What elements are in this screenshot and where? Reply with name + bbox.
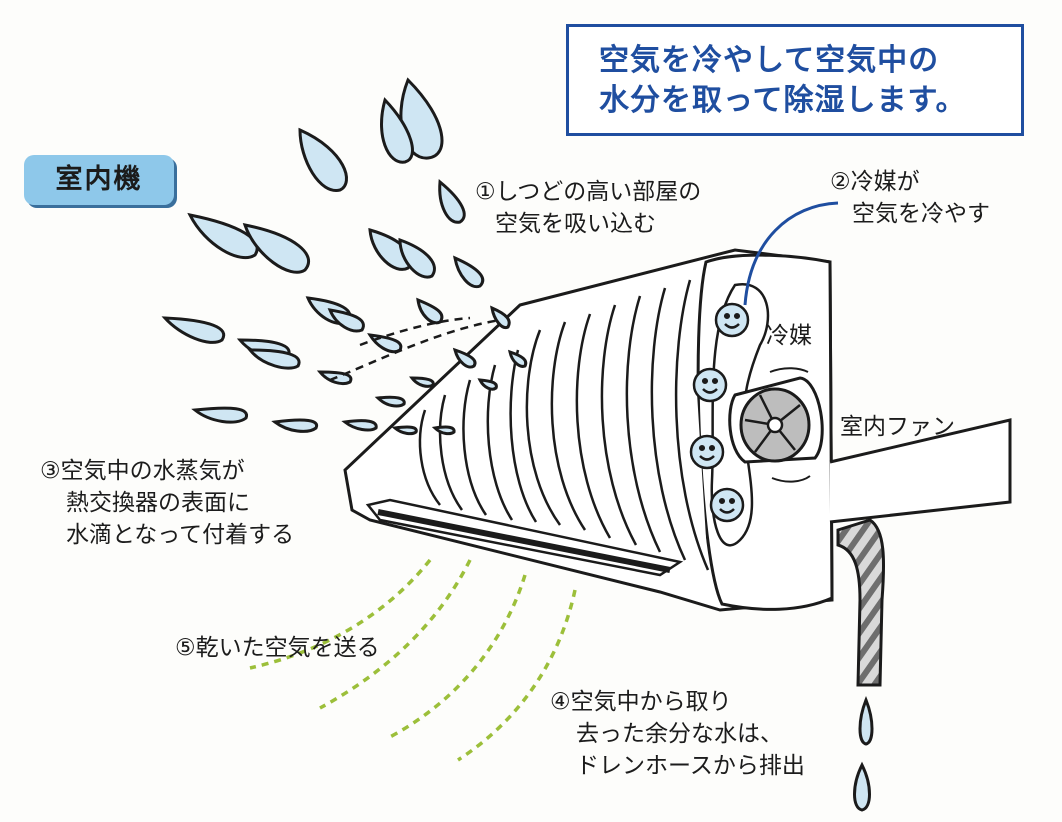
- step4-line-2: 去った余分な水は、: [550, 718, 805, 750]
- water-droplet-icon: [250, 350, 299, 368]
- step1-line-2: 空気を吸い込む: [475, 208, 701, 240]
- water-droplet-icon: [860, 700, 872, 744]
- step3-label: ③空気中の水蒸気が 熱交換器の表面に 水滴となって付着する: [40, 455, 294, 551]
- title-box: 空気を冷やして空気中の 水分を取って除湿します。: [566, 24, 1024, 136]
- water-droplet-icon: [275, 420, 317, 431]
- water-droplet-icon: [165, 318, 224, 342]
- step1-label: ①しつどの高い部屋の 空気を吸い込む: [475, 176, 701, 240]
- water-droplet-icon: [330, 310, 363, 331]
- water-droplet-icon: [370, 335, 401, 352]
- water-droplet-icon: [378, 397, 404, 406]
- drain-hose-icon: [838, 520, 884, 685]
- step3-line-1: ③空気中の水蒸気が: [40, 455, 294, 487]
- step3-line-3: 水滴となって付着する: [40, 519, 294, 551]
- step2-line-2: 空気を冷やす: [852, 198, 990, 230]
- water-droplet-icon: [190, 215, 257, 258]
- smiley-refrigerant-icon: [694, 369, 726, 401]
- water-droplet-icon: [412, 378, 433, 386]
- step5-line-1: ⑤乾いた空気を送る: [175, 632, 380, 664]
- smiley-refrigerant-icon: [716, 304, 748, 336]
- step4-line-3: ドレンホースから排出: [550, 750, 805, 782]
- smiley-refrigerant-icon: [691, 436, 723, 468]
- indoor-fan-label: 室内ファン: [840, 411, 955, 443]
- title-line-1: 空気を冷やして空気中の: [599, 41, 1021, 81]
- water-droplet-icon: [492, 308, 509, 328]
- step5-label: ⑤乾いた空気を送る: [175, 632, 380, 664]
- water-droplet-icon: [300, 130, 347, 190]
- smiley-refrigerant-icon: [711, 489, 743, 521]
- step4-line-1: ④空気中から取り: [550, 686, 805, 718]
- title-line-2: 水分を取って除湿します。: [599, 81, 1021, 121]
- refrigerant-label: 冷媒: [766, 320, 812, 352]
- water-droplet-icon: [855, 765, 870, 810]
- step2-label: ②冷媒が 空気を冷やす: [830, 166, 990, 230]
- unit-label-badge: 室内機: [24, 155, 174, 205]
- water-droplet-icon: [418, 300, 442, 323]
- step1-line-1: ①しつどの高い部屋の: [475, 176, 701, 208]
- step3-line-2: 熱交換器の表面に: [40, 487, 294, 519]
- step2-line-1: ②冷媒が: [830, 166, 990, 198]
- step4-label: ④空気中から取り 去った余分な水は、 ドレンホースから排出: [550, 686, 805, 782]
- water-droplet-icon: [345, 421, 376, 430]
- water-droplet-icon: [400, 240, 434, 277]
- water-droplet-icon: [195, 408, 247, 422]
- water-droplet-icon: [440, 182, 465, 222]
- water-droplet-icon: [455, 258, 483, 287]
